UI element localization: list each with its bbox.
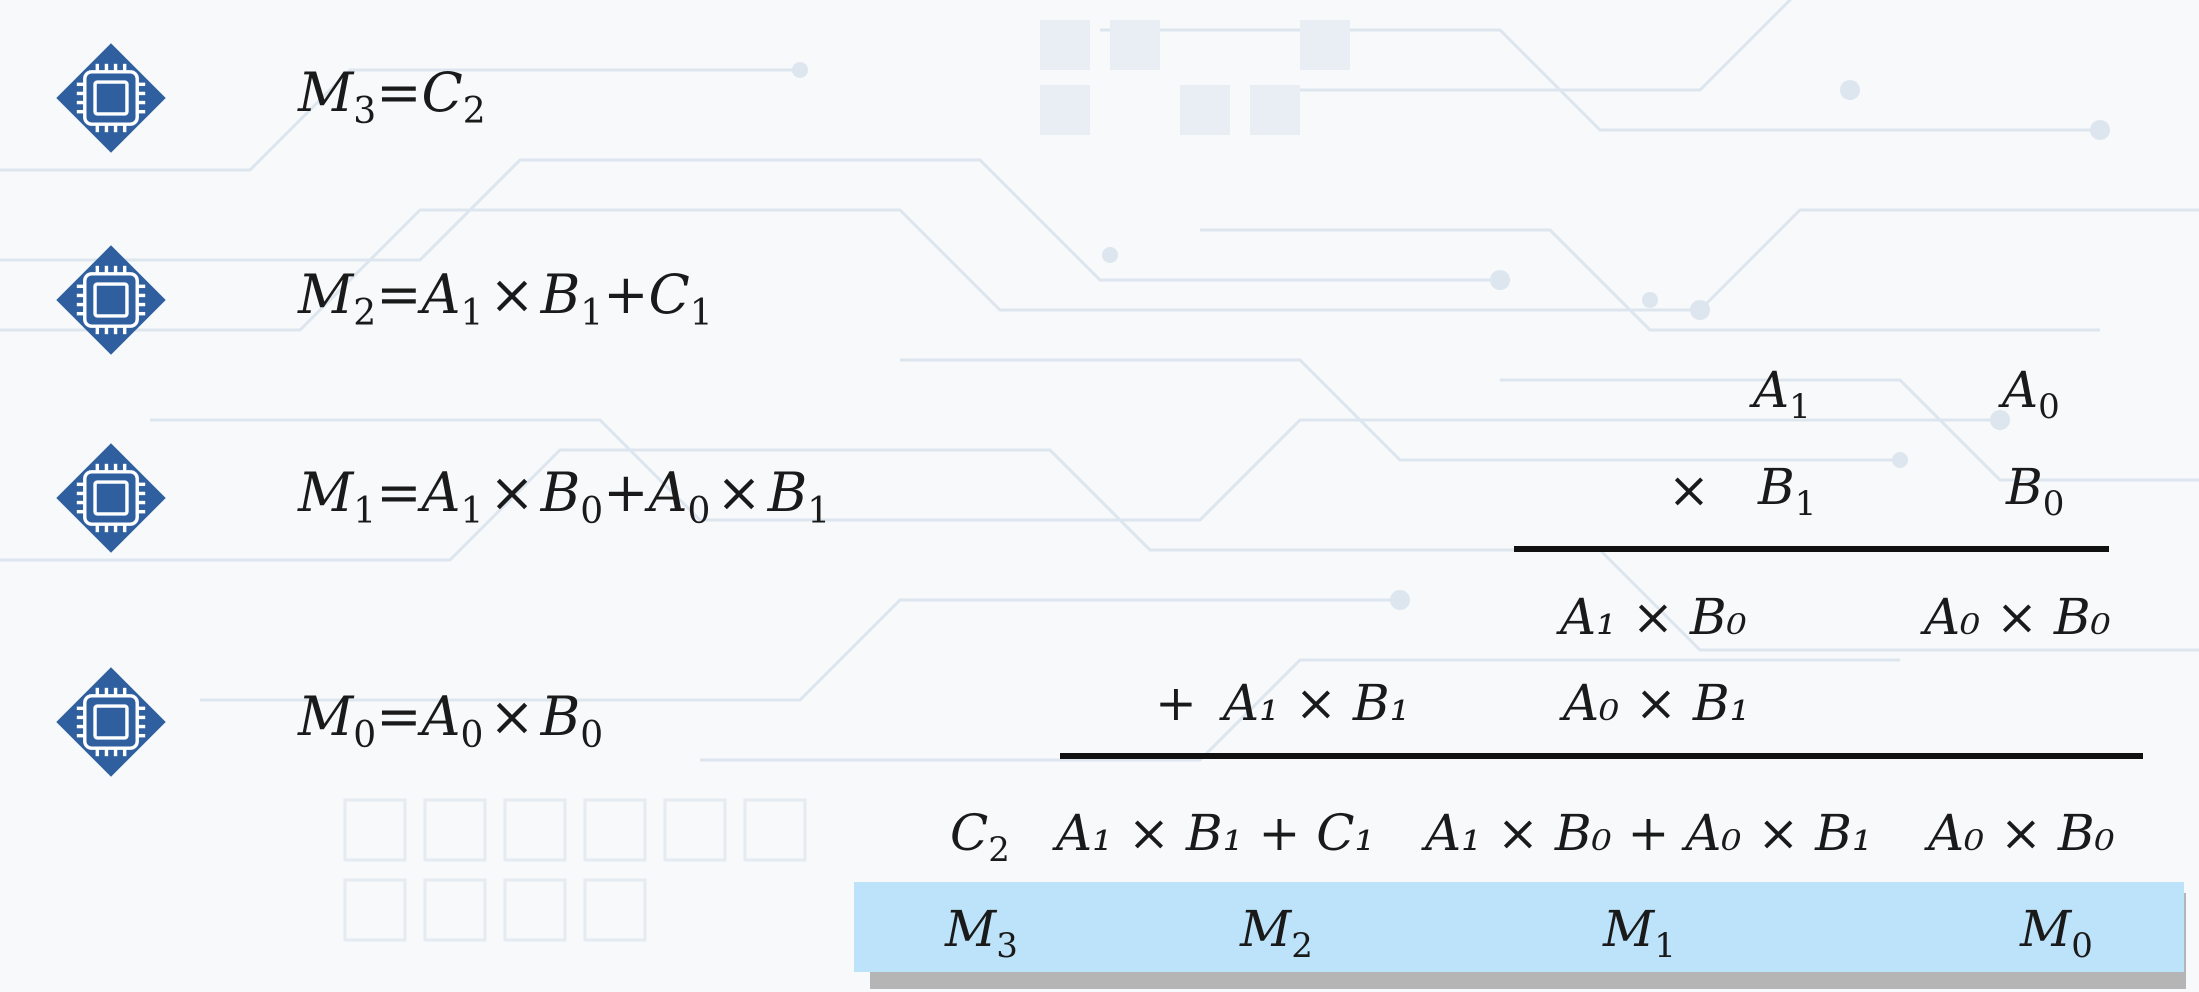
partial-product-a1b1: A₁ × B₁ [1223, 674, 1410, 732]
microchip-icon [56, 245, 166, 355]
result-bar [854, 882, 2184, 972]
sum-column-0: A₀ × B₀ [1928, 804, 2115, 862]
multiplicand-a0: A0 [2002, 361, 2060, 427]
equation-m3: M3=C2 [298, 61, 486, 132]
equation-m1: M1=A1×B0+A0×B1 [298, 461, 831, 532]
equation-m0: M0=A0×B0 [298, 685, 604, 756]
multiplier-b0: B0 [2006, 458, 2065, 524]
result-label-m3: M3 [945, 900, 1018, 966]
bullet-row-m1: M1=A1×B0+A0×B1 [54, 438, 830, 558]
partial-product-a0b1: A₀ × B₁ [1563, 674, 1750, 732]
plus-sign: + [1155, 674, 1197, 732]
multiplicand-a1: A1 [1753, 361, 1811, 427]
microchip-icon [56, 43, 166, 153]
microchip-icon [56, 443, 166, 553]
result-label-m1: M1 [1603, 900, 1676, 966]
rule-sum [1060, 753, 2143, 759]
result-label-m2: M2 [1240, 900, 1313, 966]
bullet-row-m2: M2=A1×B1+C1 [54, 240, 713, 360]
partial-product-a0b0: A₀ × B₀ [1924, 588, 2111, 646]
multiplier-b1: B1 [1758, 458, 1817, 524]
microchip-icon [56, 667, 166, 777]
sum-column-2: A₁ × B₁ + C₁ [1056, 804, 1375, 862]
sum-carry-c2: C2 [950, 804, 1010, 870]
sum-column-1: A₁ × B₀ + A₀ × B₁ [1425, 804, 1872, 862]
rule-multiplier [1514, 546, 2109, 552]
partial-product-a1b0: A₁ × B₀ [1560, 588, 1747, 646]
equation-m2: M2=A1×B1+C1 [298, 263, 713, 334]
bullet-row-m3: M3=C2 [54, 38, 486, 158]
bullet-row-m0: M0=A0×B0 [54, 662, 603, 782]
result-label-m0: M0 [2020, 900, 2093, 966]
multiplier-times-sign: × [1668, 461, 1710, 519]
